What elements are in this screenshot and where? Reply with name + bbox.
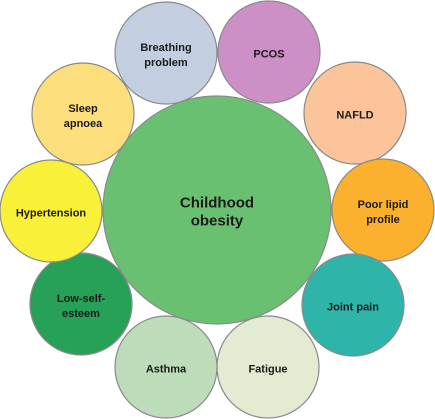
node-circle-joint-pain — [301, 253, 405, 357]
node-label-sleep-apnoea: apnoea — [64, 118, 103, 130]
node-low-self-esteem: Low-self-esteem — [29, 252, 133, 356]
node-label-low-self-esteem: esteem — [62, 308, 100, 320]
node-circle-sleep-apnoea — [31, 62, 135, 166]
node-circle-hypertension — [0, 159, 103, 263]
node-circle-pcos — [217, 0, 321, 104]
node-circle-nafld — [303, 61, 407, 165]
node-sleep-apnoea: Sleep apnoea — [31, 62, 135, 166]
node-label-fatigue: Fatigue — [248, 363, 287, 375]
node-label-asthma: Asthma — [146, 363, 187, 375]
center-circle — [102, 95, 332, 325]
node-circle-asthma — [114, 315, 218, 419]
node-nafld: NAFLD — [303, 61, 407, 165]
node-pcos: PCOS — [217, 0, 321, 104]
node-fatigue: Fatigue — [216, 315, 320, 419]
node-circle-poor-lipid-profile — [331, 158, 435, 262]
node-label-low-self-esteem: Low-self- — [57, 293, 106, 305]
node-circle-low-self-esteem — [29, 252, 133, 356]
node-label-joint-pain: Joint pain — [327, 301, 379, 313]
node-label-sleep-apnoea: Sleep — [68, 103, 98, 115]
node-breathing-problem: Breathing problem — [114, 1, 218, 105]
node-circle-breathing-problem — [114, 1, 218, 105]
node-label-poor-lipid-profile: Poor lipid — [358, 199, 409, 211]
node-asthma: Asthma — [114, 315, 218, 419]
node-label-hypertension: Hypertension — [16, 207, 87, 219]
node-label-breathing-problem: Breathing — [140, 42, 191, 54]
node-label-poor-lipid-profile: profile — [366, 214, 400, 226]
center-label: obesity — [191, 212, 244, 229]
node-label-breathing-problem: problem — [144, 57, 188, 69]
node-hypertension: Hypertension — [0, 159, 103, 263]
node-label-nafld: NAFLD — [336, 109, 373, 121]
center-label: Childhood — [180, 194, 254, 211]
node-poor-lipid-profile: Poor lipid profile — [331, 158, 435, 262]
node-label-pcos: PCOS — [253, 48, 284, 60]
node-joint-pain: Joint pain — [301, 253, 405, 357]
